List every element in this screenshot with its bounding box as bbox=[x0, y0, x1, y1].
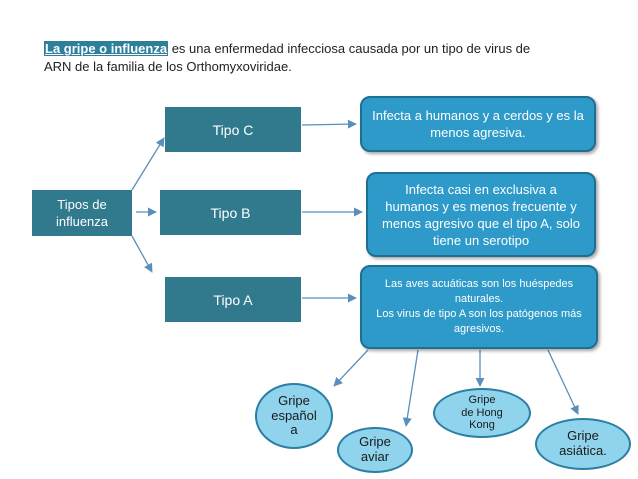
arrow-to-aviar bbox=[402, 349, 419, 427]
subtype-hongkong-label: Gripe de Hong Kong bbox=[461, 394, 503, 432]
desc-tipo-a: Las aves acuáticas son los huéspedes nat… bbox=[360, 265, 598, 349]
root-box: Tipos de influenza bbox=[32, 190, 132, 236]
subtype-hongkong: Gripe de Hong Kong bbox=[433, 388, 531, 438]
intro-rest-line1: es una enfermedad infecciosa causada por… bbox=[168, 41, 531, 56]
subtype-espanola: Gripe español a bbox=[255, 383, 333, 449]
tipo-c-box: Tipo C bbox=[165, 107, 301, 152]
subtype-aviar: Gripe aviar bbox=[337, 427, 413, 473]
tipo-a-label: Tipo A bbox=[213, 291, 253, 308]
tipo-b-box: Tipo B bbox=[160, 190, 301, 235]
arrow-to-espanola bbox=[333, 349, 369, 387]
desc-tipo-b-text: Infecta casi en exclusiva a humanos y es… bbox=[381, 181, 580, 248]
tipo-b-label: Tipo B bbox=[210, 204, 251, 221]
desc-tipo-a-line2: Los virus de tipo A son los patógenos má… bbox=[376, 308, 582, 335]
subtype-asiatica-label: Gripe asiática. bbox=[559, 428, 607, 458]
tipo-a-box: Tipo A bbox=[165, 277, 301, 322]
root-line2: influenza bbox=[55, 214, 109, 229]
subtype-asiatica: Gripe asiática. bbox=[535, 418, 631, 470]
intro-rest-line2: ARN de la familia de los Orthomyxovirida… bbox=[44, 59, 292, 74]
root-line1: Tipos de bbox=[57, 197, 107, 212]
desc-tipo-c: Infecta a humanos y a cerdos y es la men… bbox=[360, 96, 596, 152]
desc-tipo-c-text: Infecta a humanos y a cerdos y es la men… bbox=[372, 108, 584, 140]
subtype-espanola-label: Gripe español a bbox=[271, 392, 317, 438]
tipo-c-label: Tipo C bbox=[212, 121, 254, 138]
intro-term: La gripe o influenza bbox=[44, 41, 169, 56]
desc-tipo-a-line1: Las aves acuáticas son los huéspedes nat… bbox=[384, 278, 574, 305]
desc-tipo-b: Infecta casi en exclusiva a humanos y es… bbox=[366, 172, 596, 257]
intro-text: La gripe o influenza es una enfermedad i… bbox=[44, 40, 604, 76]
arrow-root-to-tipo-c bbox=[131, 137, 165, 191]
arrow-root-to-tipo-a bbox=[131, 235, 153, 273]
arrow-to-asiatica bbox=[547, 349, 579, 415]
arrow-tipo-c-to-desc bbox=[301, 119, 357, 129]
subtype-aviar-label: Gripe aviar bbox=[359, 434, 391, 464]
